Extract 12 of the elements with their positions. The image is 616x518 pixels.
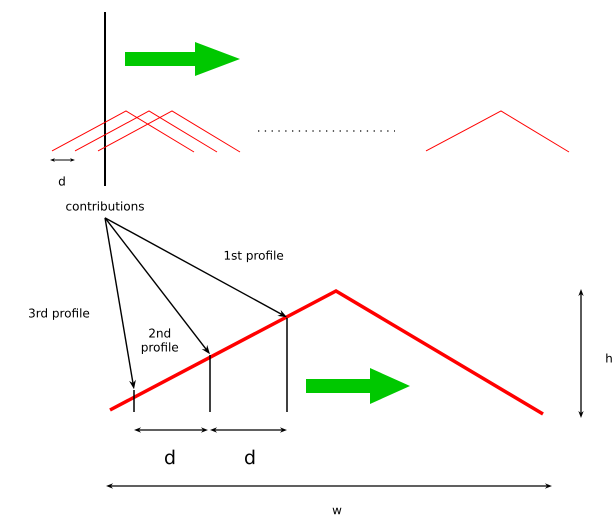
dimension-label: d bbox=[165, 450, 174, 464]
sample-line bbox=[133, 389, 135, 413]
text-label: contributions bbox=[66, 201, 144, 211]
edge-label: 2nd profile bbox=[134, 327, 185, 355]
dimension-label: d bbox=[245, 450, 254, 464]
sample-line bbox=[286, 317, 288, 413]
sample-line bbox=[209, 354, 211, 413]
dimension-label: d bbox=[58, 176, 65, 186]
dimension-label: w bbox=[332, 508, 342, 514]
dimension-label: h bbox=[606, 353, 612, 363]
edge-label: 3rd profile bbox=[27, 307, 91, 321]
edge-label: 1st profile bbox=[222, 250, 285, 264]
